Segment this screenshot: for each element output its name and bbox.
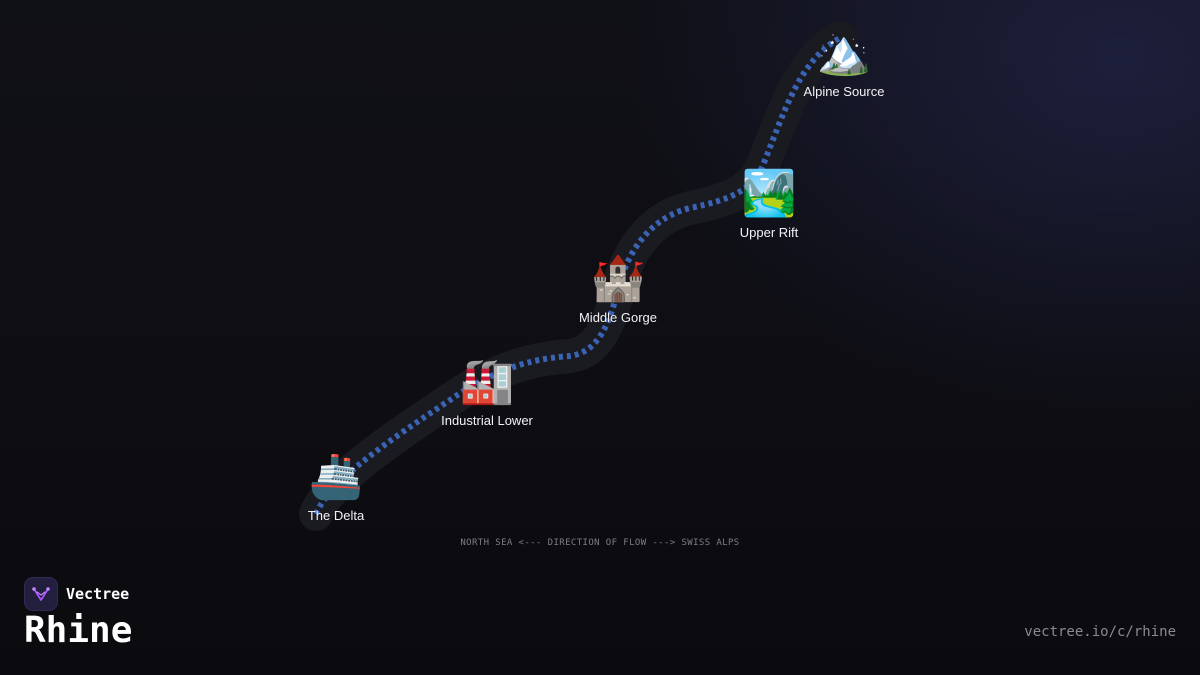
- station-label: Middle Gorge: [578, 310, 658, 325]
- brand-name: Vectree: [66, 585, 130, 603]
- river-flow-line: [313, 35, 842, 516]
- factory-icon: 🏭: [459, 357, 515, 406]
- page-title: Rhine: [24, 610, 133, 651]
- valley-river-icon: 🏞️: [741, 169, 797, 218]
- page-url[interactable]: vectree.io/c/rhine: [1024, 624, 1176, 640]
- castle-icon: 🏰: [590, 254, 646, 303]
- ship-icon: 🚢: [308, 452, 364, 501]
- station-label: The Delta: [307, 508, 365, 523]
- station-alpine-source[interactable]: 🏔️ Alpine Source: [804, 28, 885, 99]
- station-middle-gorge[interactable]: 🏰 Middle Gorge: [579, 254, 657, 325]
- station-upper-rift[interactable]: 🏞️ Upper Rift: [740, 169, 799, 240]
- snowcapped-mountain-icon: 🏔️: [816, 28, 872, 77]
- flow-direction-caption: NORTH SEA <--- DIRECTION OF FLOW ---> SW…: [460, 538, 740, 548]
- station-label: Industrial Lower: [441, 413, 533, 428]
- brand[interactable]: Vectree: [24, 577, 129, 611]
- station-label: Upper Rift: [739, 225, 799, 240]
- vectree-logo-icon: [24, 577, 58, 611]
- station-industrial-lower[interactable]: 🏭 Industrial Lower: [441, 357, 533, 428]
- station-the-delta[interactable]: 🚢 The Delta: [308, 452, 364, 523]
- station-label: Alpine Source: [803, 84, 885, 99]
